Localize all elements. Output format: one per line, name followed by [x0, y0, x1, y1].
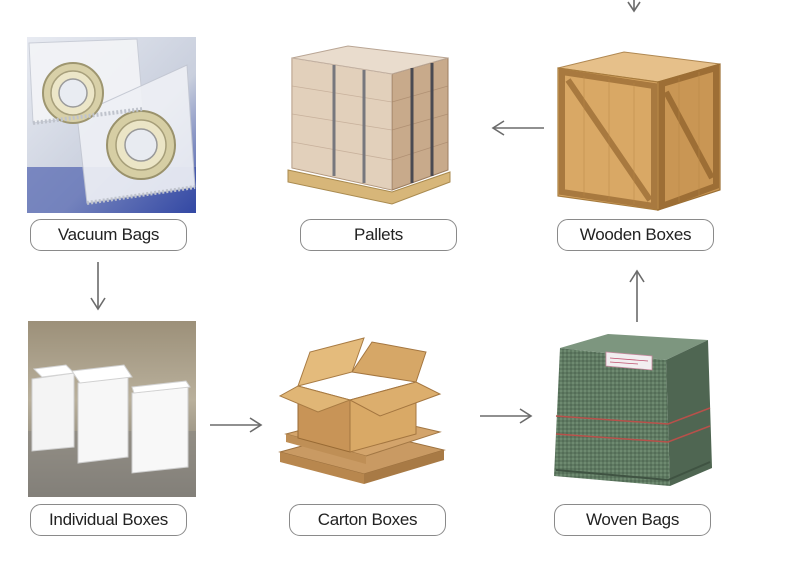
arrow-wooden-to-pallets	[490, 118, 546, 138]
node-label-pallets: Pallets	[300, 219, 457, 251]
woven-bags-image	[548, 330, 718, 490]
node-label-wooden-boxes: Wooden Boxes	[557, 219, 714, 251]
individual-boxes-image	[28, 321, 196, 497]
arrow-incoming-top	[624, 0, 644, 16]
arrow-vacuum-to-individual	[88, 260, 108, 312]
vacuum-bags-image	[27, 37, 196, 213]
arrow-carton-to-woven	[478, 406, 534, 426]
node-label-woven-bags: Woven Bags	[554, 504, 711, 536]
wooden-boxes-image	[554, 50, 724, 212]
node-label-individual-boxes: Individual Boxes	[30, 504, 187, 536]
carton-boxes-image	[276, 334, 446, 494]
arrow-woven-to-wooden	[627, 268, 647, 324]
pallets-image	[282, 40, 458, 216]
arrow-individual-to-carton	[208, 415, 264, 435]
node-label-vacuum-bags: Vacuum Bags	[30, 219, 187, 251]
node-label-carton-boxes: Carton Boxes	[289, 504, 446, 536]
